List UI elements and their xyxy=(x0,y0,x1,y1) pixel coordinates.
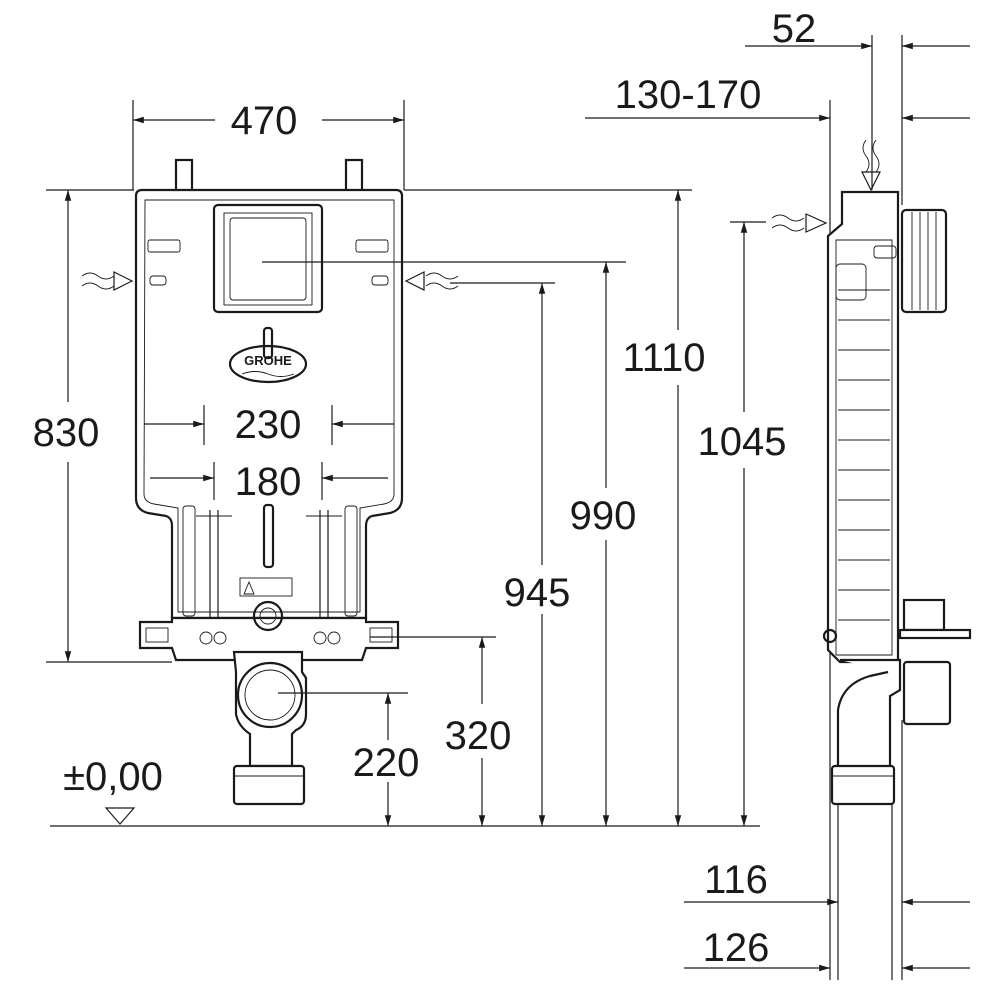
front-frame: GROHE xyxy=(134,158,404,806)
side-outlet xyxy=(830,764,896,806)
side-ribs xyxy=(835,245,897,621)
flush-opening xyxy=(212,203,324,314)
bottom-bracket xyxy=(138,616,400,662)
dim-470-label: 470 xyxy=(231,99,298,143)
dim-1045-label: 1045 xyxy=(698,420,787,464)
dim-220-label: 220 xyxy=(353,741,420,785)
side-column-inner xyxy=(835,239,893,656)
side-column xyxy=(826,190,900,664)
water-side-inlet-icon xyxy=(771,213,828,233)
side-bracket-plate xyxy=(898,628,972,640)
dim-52-label: 52 xyxy=(772,7,817,51)
flush-opening-core xyxy=(229,217,307,301)
dimension-116: 116 xyxy=(684,858,970,906)
dim-990-label: 990 xyxy=(570,494,637,538)
side-knob xyxy=(822,628,838,644)
right-hook xyxy=(344,158,364,190)
dimension-220: 220 xyxy=(353,693,420,826)
right-water-inlet xyxy=(371,275,389,286)
dim-126-label: 126 xyxy=(703,926,770,970)
dim-320-label: 320 xyxy=(445,714,512,758)
dimension-1045: 1045 xyxy=(698,221,787,826)
right-bolt-a xyxy=(313,631,327,645)
dim-180-label: 180 xyxy=(235,460,302,504)
right-bolt-b xyxy=(327,631,341,645)
right-label-plate xyxy=(355,239,389,253)
drain-opening xyxy=(252,600,284,632)
water-top-inlet-icon xyxy=(861,139,881,192)
dim-1110-label: 1110 xyxy=(622,336,705,380)
side-elbow xyxy=(836,658,902,772)
floor-line: ±0,00 xyxy=(50,755,760,827)
center-slot xyxy=(262,503,275,569)
left-water-inlet xyxy=(149,275,167,286)
dimension-1110: 1110 xyxy=(622,190,706,826)
drain-opening-inner xyxy=(259,607,277,625)
dimension-470: 470 xyxy=(132,99,405,190)
left-bolt-a xyxy=(199,631,213,645)
left-hook xyxy=(174,158,194,190)
dim-130-170-label: 130-170 xyxy=(615,73,762,117)
warning-label xyxy=(239,577,293,597)
water-inlet-left-icon xyxy=(81,271,134,291)
right-rail xyxy=(344,505,358,617)
dim-945-label: 945 xyxy=(504,571,571,615)
drain-elbow xyxy=(232,650,308,768)
side-bracket xyxy=(902,598,946,632)
dimension-320: 320 xyxy=(445,637,512,826)
right-foot-scale xyxy=(369,627,393,643)
dimension-830: 830 xyxy=(33,189,172,663)
left-label-plate xyxy=(147,239,181,253)
side-connector xyxy=(902,660,952,726)
dimension-180: 180 xyxy=(150,460,388,504)
dimension-945: 945 xyxy=(504,283,571,826)
left-bolt-b xyxy=(213,631,227,645)
dim-230-label: 230 xyxy=(235,403,302,447)
dimension-230: 230 xyxy=(144,403,394,447)
logo-wave xyxy=(241,371,295,377)
drain-pipe-opening xyxy=(236,661,304,729)
grohe-logo-text: GROHE xyxy=(244,353,292,368)
frame-inner-contour xyxy=(143,199,395,613)
dim-830-label: 830 xyxy=(33,411,100,455)
wall-fitting xyxy=(900,208,948,314)
warning-icon xyxy=(243,580,255,595)
flush-opening-inner xyxy=(223,212,313,306)
left-foot-scale xyxy=(145,627,169,643)
logo-slot xyxy=(262,326,274,360)
dim-116-label: 116 xyxy=(704,858,768,902)
drain-pipe-inner xyxy=(244,669,296,721)
water-inlet-right-icon xyxy=(404,271,459,291)
grohe-logo-icon xyxy=(228,344,308,384)
floor-level-label: ±0,00 xyxy=(63,755,163,799)
dimension-52: 52 xyxy=(745,7,970,51)
dimension-130-170: 130-170 xyxy=(585,73,970,122)
dimension-126: 126 xyxy=(684,926,970,972)
dimension-990: 990 xyxy=(570,262,637,826)
left-rail xyxy=(182,505,196,617)
drain-outlet xyxy=(232,764,306,806)
floor-level-triangle xyxy=(104,807,136,825)
side-frame xyxy=(822,35,972,980)
